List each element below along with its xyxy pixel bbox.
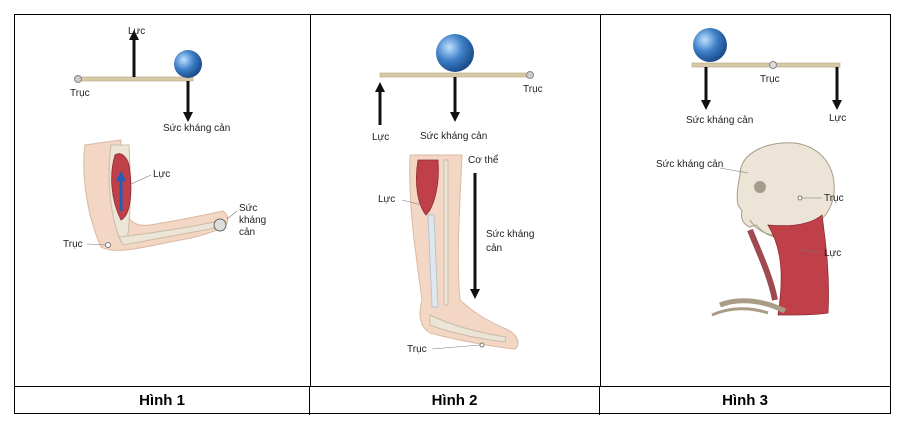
foot-bones	[429, 314, 507, 343]
label-axis-anat: Trục	[407, 344, 427, 355]
lever-bar	[379, 72, 531, 78]
caption-figure-2: Hình 2	[310, 387, 600, 415]
figure-2-diagram: Trục Lực Sức kháng cản Cơ thể Sức kháng …	[372, 34, 543, 355]
label-force-top: Lực	[128, 26, 145, 37]
axis-pivot-icon	[74, 75, 82, 83]
calf-muscle	[416, 159, 439, 216]
label-resistance-top: Sức kháng cản	[163, 123, 230, 134]
label-resistance-anat-1: Sức	[239, 203, 257, 214]
label-resistance-anat-2: cản	[486, 243, 502, 254]
label-force-anat: Lực	[153, 169, 170, 180]
label-force-anat: Lực	[378, 194, 395, 205]
label-resistance-top: Sức kháng cản	[686, 115, 753, 126]
caption-figure-3: Hình 3	[722, 392, 768, 409]
label-resistance-top: Sức kháng cản	[420, 131, 487, 142]
label-force-top: Lực	[372, 132, 389, 143]
axis-pivot-icon	[769, 61, 777, 69]
label-axis-anat: Trục	[63, 239, 83, 250]
label-axis-top: Trục	[523, 84, 543, 95]
lever-bar	[691, 62, 841, 68]
figure-3-diagram: Trục Sức kháng cản Lực Sức kháng cản Trụ…	[656, 28, 846, 317]
label-force-top: Lực	[829, 113, 846, 124]
resistance-ball-icon	[174, 50, 202, 78]
clavicle-bone	[719, 298, 787, 314]
label-body: Cơ thể	[468, 154, 499, 166]
hand-weight-icon	[213, 218, 227, 232]
caption-figure-1: Hình 1	[15, 387, 310, 415]
axis-pivot-icon	[526, 71, 534, 79]
label-axis-anat: Trục	[824, 193, 844, 204]
label-resistance-anat-1: Sức kháng	[486, 229, 534, 240]
label-axis-top: Trục	[760, 74, 780, 85]
label-axis-top: Trục	[70, 88, 90, 99]
label-resistance-anat-2: kháng	[239, 215, 266, 226]
figure-2-cell: Trục Lực Sức kháng cản Cơ thể Sức kháng …	[310, 15, 601, 386]
caption-row: Hình 1 Hình 2 Hình 3	[15, 386, 890, 415]
figure-table: Lực Trục Sức kháng cản Lực Sức kháng cản…	[14, 14, 892, 415]
figure-3-cell: Trục Sức kháng cản Lực Sức kháng cản Trụ…	[600, 15, 892, 386]
resistance-ball-icon	[436, 34, 474, 72]
label-force-anat: Lực	[824, 248, 841, 259]
resistance-ball-icon	[693, 28, 727, 62]
achilles-tendon	[427, 214, 439, 308]
lever-bar	[77, 76, 194, 82]
label-resistance-anat-3: cản	[239, 227, 255, 238]
label-resistance-anat: Sức kháng cản	[656, 159, 723, 170]
figure-1-cell: Lực Trục Sức kháng cản Lực Sức kháng cản…	[15, 15, 311, 386]
figure-1-diagram: Lực Trục Sức kháng cản Lực Sức kháng cản…	[63, 26, 266, 251]
neck-muscle	[767, 214, 829, 316]
